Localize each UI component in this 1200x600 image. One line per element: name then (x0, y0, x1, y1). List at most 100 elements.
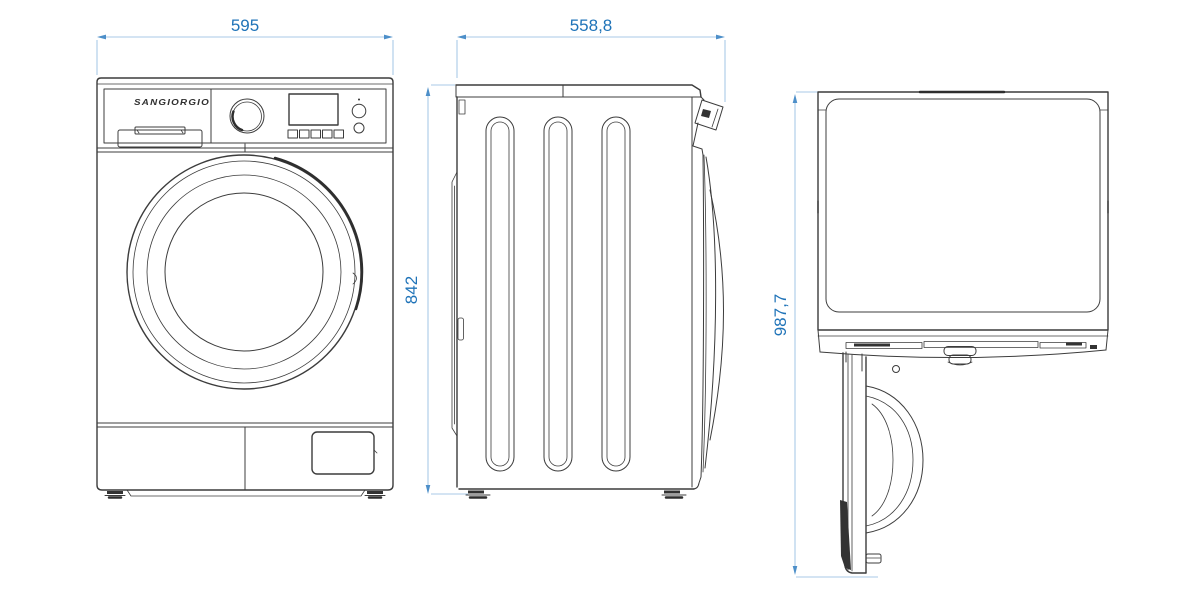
door-handle (273, 156, 364, 311)
knob-top-skirt (947, 361, 973, 366)
dim-label-depth-open: 987,7 (771, 294, 790, 337)
side-view: 558,8 842 (402, 16, 726, 499)
knob-top (943, 346, 977, 366)
door-glass-bowl (865, 385, 924, 534)
dimension-arrow-icon (425, 87, 431, 96)
vent-slot (845, 342, 923, 349)
front-trim-band (817, 329, 1109, 366)
display-screen (288, 93, 339, 126)
panel-button (333, 129, 344, 139)
groove-inner (606, 121, 626, 467)
foot-right (659, 488, 689, 499)
control-panel-face (103, 88, 387, 144)
top-view-door-open: 987,7 (771, 90, 1109, 578)
vent-slot (923, 341, 1039, 348)
knob-profile (694, 99, 724, 131)
edge-ticks (817, 200, 1109, 214)
knob-outer-ring (229, 98, 265, 134)
door-hinge-lines (845, 351, 863, 372)
door-edge-line (702, 154, 707, 473)
bowl-outer (865, 385, 924, 534)
lid-top-edge (455, 84, 702, 98)
bowl-face (871, 403, 894, 517)
top-panel (817, 90, 1109, 331)
dimension-arrow-icon (716, 34, 725, 40)
drawer-pocket (117, 129, 203, 148)
panel-button (310, 129, 321, 139)
door-glass-bulge (709, 189, 724, 441)
door-window (126, 154, 364, 390)
base-recess (126, 489, 366, 497)
door-ring-3 (146, 174, 342, 370)
back-slot (457, 317, 464, 341)
hinge-screw (892, 365, 900, 373)
groove (543, 116, 573, 472)
knob-profile-body (694, 99, 724, 131)
dim-front-width: 595 (96, 16, 394, 75)
panel-step (692, 122, 704, 156)
back-spine (451, 171, 458, 437)
foot-left (463, 488, 493, 499)
door-glass (164, 192, 324, 352)
door-ring-profile (704, 156, 717, 469)
screw-mark (1090, 345, 1097, 349)
dimension-arrow-icon (425, 485, 431, 494)
dim-depth: 558,8 (456, 16, 726, 102)
dim-depth-door-open: 987,7 (771, 91, 878, 578)
door-handle-notch (352, 272, 357, 285)
front-view: 595 SANGIORGIO (96, 16, 394, 499)
lid-lines (455, 84, 702, 98)
filter-door (311, 431, 375, 475)
dimension-arrow-icon (97, 34, 106, 40)
kick-panel-top-lines (96, 422, 394, 428)
vent-mark (854, 343, 890, 347)
door-edge-shade (840, 500, 851, 570)
dim-label-width: 595 (231, 16, 259, 35)
panel-button (287, 129, 298, 139)
band-bottom-curve (819, 349, 1107, 359)
top-panel-outline (817, 91, 1109, 331)
panel-button (322, 129, 333, 139)
top-lid (455, 84, 702, 98)
program-knob (229, 98, 265, 134)
door-outer-ring (126, 154, 362, 390)
foot-left (103, 489, 127, 499)
open-door (840, 351, 924, 574)
dimension-arrow-icon (384, 34, 393, 40)
drawer-grip (134, 126, 186, 135)
power-led-dot (358, 98, 360, 101)
dim-height: 842 (402, 84, 468, 495)
knob-profile-mark (701, 109, 711, 118)
side-grooves (485, 116, 631, 472)
dim-label-depth: 558,8 (570, 16, 613, 35)
front-face (692, 154, 705, 490)
vent-mark (1066, 342, 1082, 346)
panel-button (299, 129, 310, 139)
groove (601, 116, 631, 472)
foot-right (363, 489, 387, 499)
control-panel: SANGIORGIO (96, 88, 394, 153)
knob-top-cap (948, 354, 972, 365)
kick-panel (96, 422, 394, 499)
bowl-inner (865, 395, 914, 527)
back-clip (458, 99, 466, 115)
power-button (351, 103, 367, 119)
dim-label-height: 842 (402, 276, 421, 304)
dimension-arrow-icon (792, 566, 798, 575)
top-lid-surface (825, 98, 1101, 313)
dimension-arrow-icon (792, 94, 798, 103)
brand-logo: SANGIORGIO (134, 98, 210, 107)
display-buttons (287, 129, 344, 139)
cabinet-outline (96, 77, 394, 491)
option-button (353, 122, 365, 134)
dimension-arrow-icon (457, 34, 466, 40)
drawer-grip-marks (136, 129, 184, 134)
groove (485, 116, 515, 472)
peg-body (865, 553, 882, 564)
groove-inner (548, 121, 568, 467)
band-sides (817, 329, 1109, 353)
side-cabinet-outline (451, 96, 724, 490)
panel-slant (700, 96, 705, 101)
